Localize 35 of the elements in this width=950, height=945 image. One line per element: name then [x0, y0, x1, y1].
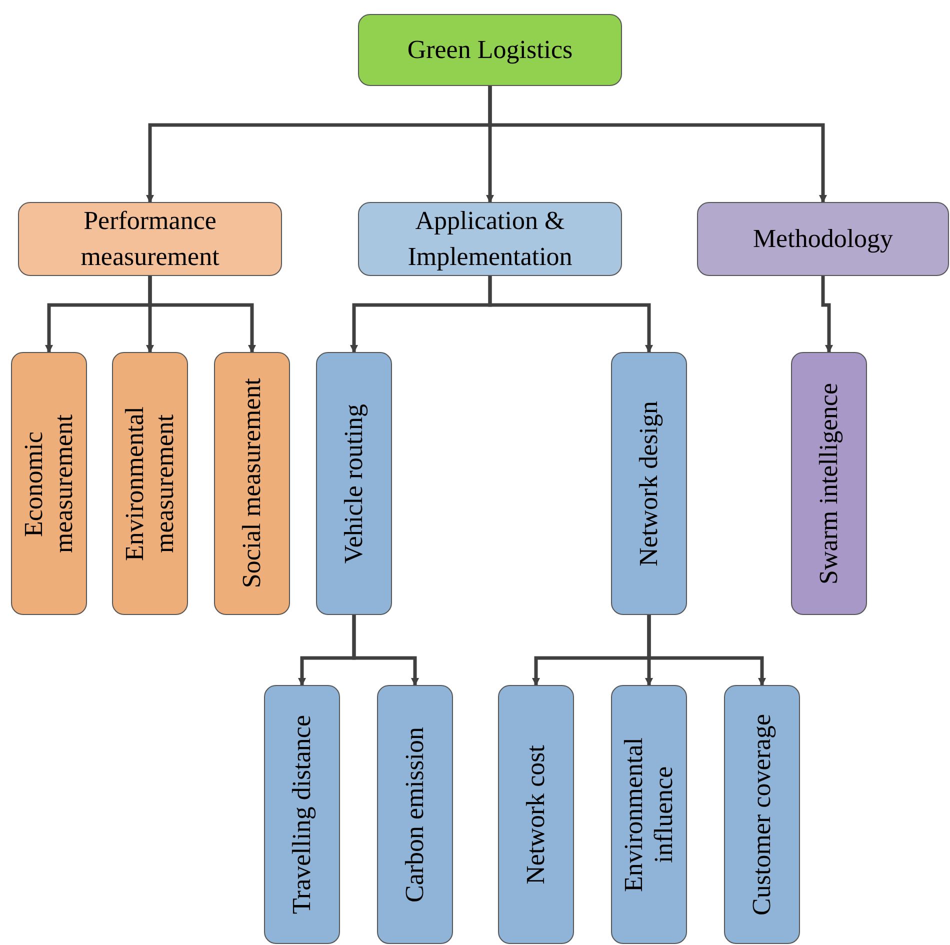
arrow: [821, 276, 833, 353]
topic-box: [358, 202, 622, 276]
category-box: [316, 352, 392, 615]
topic-box: [697, 202, 949, 276]
box-label: Methodology: [752, 223, 894, 255]
box-label: Performance measurement: [80, 205, 220, 273]
category-box: [214, 352, 290, 615]
category-box: [791, 352, 867, 615]
topic-box: [358, 14, 622, 86]
category-box: [11, 352, 87, 615]
arrow: [488, 86, 827, 203]
box-label: Network design: [634, 400, 664, 566]
category-box: [498, 685, 574, 944]
category-box: [112, 352, 188, 615]
box-label: Economic measurement: [19, 413, 79, 555]
category-box: [264, 685, 340, 944]
box-label: Environmental influence: [619, 736, 679, 894]
box-label: Customer coverage: [747, 714, 777, 916]
category-box: [611, 685, 687, 944]
arrow: [647, 615, 766, 686]
box-label: Carbon emission: [400, 726, 430, 902]
box-label: Travelling distance: [287, 714, 317, 914]
box-label: Application & Implementation: [406, 205, 574, 273]
box-label: Network cost: [521, 744, 551, 884]
category-box: [611, 352, 687, 615]
arrow: [148, 276, 256, 353]
box-label: Green Logistics: [406, 34, 574, 66]
topic-box: [18, 202, 282, 276]
box-label: Environmental measurement: [120, 405, 180, 563]
box-label: Vehicle routing: [339, 404, 369, 564]
category-box: [377, 685, 453, 944]
box-label: Swarm intelligence: [814, 382, 844, 584]
arrow: [488, 276, 653, 353]
box-label: Social measurement: [237, 378, 267, 589]
category-box: [724, 685, 800, 944]
